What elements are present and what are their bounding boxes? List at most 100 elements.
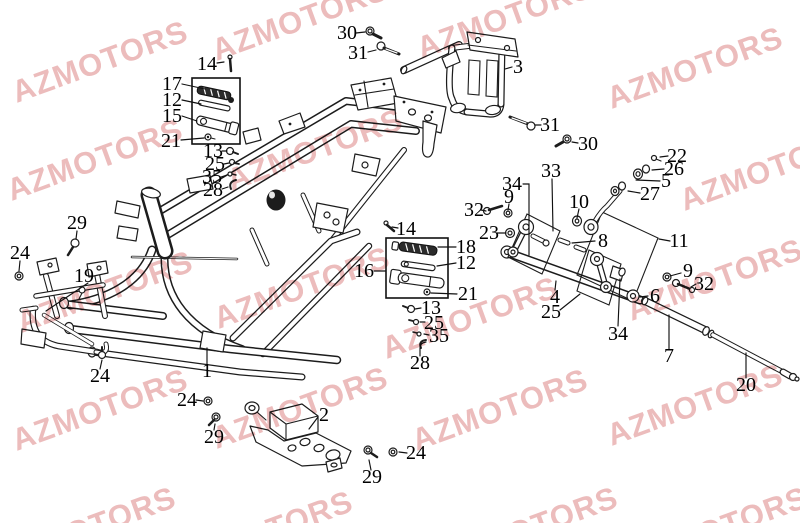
leader-line bbox=[480, 209, 487, 212]
part-label-6: 6 bbox=[650, 285, 660, 307]
part-label-24: 24 bbox=[177, 389, 197, 411]
leader-line bbox=[669, 272, 682, 277]
part-label-23: 23 bbox=[479, 222, 499, 244]
leader-line bbox=[627, 190, 641, 194]
part-label-34: 34 bbox=[608, 323, 628, 345]
part-label-8: 8 bbox=[598, 230, 608, 252]
part-label-26: 26 bbox=[664, 158, 684, 180]
leader-line bbox=[45, 282, 89, 312]
leader-line bbox=[368, 459, 372, 471]
part-label-28: 28 bbox=[410, 352, 430, 374]
part-label-7: 7 bbox=[664, 345, 674, 367]
leader-line bbox=[216, 61, 225, 64]
part-label-13: 13 bbox=[203, 140, 223, 162]
part-label-16: 16 bbox=[354, 260, 374, 282]
leader-line bbox=[639, 295, 649, 298]
part-label-17: 17 bbox=[162, 73, 182, 95]
part-label-3: 3 bbox=[513, 56, 523, 78]
rear-carrier-part-3 bbox=[400, 31, 519, 116]
leader-line bbox=[181, 99, 202, 105]
leader-line bbox=[419, 341, 427, 357]
leader-line bbox=[436, 262, 457, 267]
part-label-31: 31 bbox=[540, 114, 560, 136]
part-label-24: 24 bbox=[10, 242, 30, 264]
leader-line bbox=[658, 238, 671, 242]
leader-line bbox=[221, 186, 229, 190]
part-label-27: 27 bbox=[640, 183, 660, 205]
part-label-29: 29 bbox=[204, 426, 224, 448]
footrest-box-16 bbox=[385, 237, 449, 299]
part-label-5: 5 bbox=[661, 170, 671, 192]
part-label-29: 29 bbox=[67, 212, 87, 234]
leader-line bbox=[181, 115, 198, 122]
part-label-33: 33 bbox=[541, 160, 561, 182]
bracket-part-2 bbox=[244, 401, 352, 473]
part-label-34: 34 bbox=[502, 173, 522, 195]
leader-line bbox=[398, 451, 408, 454]
frame-part-1 bbox=[58, 77, 447, 377]
part-label-12: 12 bbox=[162, 89, 182, 111]
leader-line bbox=[504, 66, 513, 70]
leader-line bbox=[554, 280, 557, 291]
leader-line bbox=[220, 174, 228, 178]
part-label-12: 12 bbox=[456, 252, 476, 274]
part-label-29: 29 bbox=[362, 466, 382, 488]
part-label-32: 32 bbox=[694, 273, 714, 295]
leader-line bbox=[571, 141, 579, 144]
part-label-18: 18 bbox=[456, 236, 476, 258]
leader-line bbox=[99, 359, 103, 370]
leader-line bbox=[308, 416, 319, 430]
leader-line bbox=[617, 278, 621, 327]
leader-line bbox=[195, 399, 204, 402]
leader-line bbox=[355, 31, 366, 34]
part-label-30: 30 bbox=[578, 133, 598, 155]
part-label-24: 24 bbox=[406, 442, 426, 464]
leader-line bbox=[651, 168, 665, 171]
part-label-14: 14 bbox=[396, 218, 416, 240]
part-label-25: 25 bbox=[205, 153, 225, 175]
leader-line bbox=[423, 333, 430, 336]
leader-line bbox=[659, 155, 669, 158]
part-label-4: 4 bbox=[550, 286, 560, 308]
leader-lines bbox=[18, 31, 747, 471]
part-label-13: 13 bbox=[421, 297, 441, 319]
part-label-30: 30 bbox=[337, 22, 357, 44]
part-label-22: 22 bbox=[667, 145, 687, 167]
part-label-1: 1 bbox=[202, 360, 212, 382]
leader-line bbox=[213, 423, 216, 431]
leader-line bbox=[391, 226, 399, 229]
part-label-35: 35 bbox=[429, 325, 449, 347]
footrest-box-top bbox=[191, 77, 241, 145]
leader-line bbox=[507, 203, 510, 211]
part-label-25: 25 bbox=[424, 312, 444, 334]
part-label-2: 2 bbox=[319, 404, 329, 426]
part-label-10: 10 bbox=[569, 191, 589, 213]
part-label-35: 35 bbox=[202, 166, 222, 188]
part-label-9: 9 bbox=[504, 186, 514, 208]
engine-mount-assembly bbox=[482, 204, 800, 382]
part-label-28: 28 bbox=[203, 179, 223, 201]
part-label-24: 24 bbox=[90, 365, 110, 387]
leader-line bbox=[635, 179, 661, 182]
leader-line bbox=[430, 292, 458, 295]
part-label-11: 11 bbox=[669, 230, 689, 252]
leader-line bbox=[223, 162, 230, 165]
leader-line bbox=[522, 183, 530, 256]
leader-line bbox=[414, 307, 422, 310]
fasteners bbox=[14, 26, 572, 459]
leader-line bbox=[367, 49, 377, 53]
part-label-15: 15 bbox=[162, 105, 182, 127]
front-stand-part-19 bbox=[21, 257, 108, 353]
leader-line bbox=[181, 83, 206, 90]
part-label-32: 32 bbox=[464, 199, 484, 221]
leader-line bbox=[571, 240, 596, 244]
leader-line bbox=[690, 283, 697, 288]
leader-line bbox=[75, 230, 78, 240]
part-label-21: 21 bbox=[458, 283, 478, 305]
part-label-14: 14 bbox=[197, 53, 217, 75]
leader-line bbox=[551, 178, 554, 232]
part-label-9: 9 bbox=[683, 260, 693, 282]
